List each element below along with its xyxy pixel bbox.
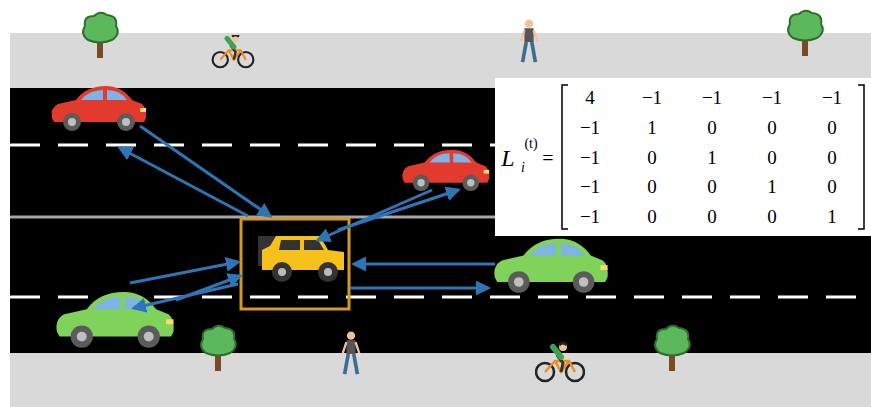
matrix-cell: −1 — [702, 88, 722, 107]
matrix-cell: 0 — [707, 118, 717, 137]
matrix-cell: −1 — [580, 118, 600, 137]
matrix-cell: 4 — [585, 88, 595, 107]
matrix-cell: 1 — [707, 148, 717, 167]
matrix-cell: 0 — [707, 177, 717, 196]
matrix-cell: 0 — [767, 118, 777, 137]
matrix-cell: 0 — [647, 207, 657, 226]
matrix-cell: −1 — [580, 148, 600, 167]
matrix-cell: 0 — [827, 148, 837, 167]
matrix-cell: 1 — [827, 207, 837, 226]
matrix-cell: 1 — [647, 118, 657, 137]
equals-sign: = — [542, 148, 553, 168]
matrix-brackets — [562, 85, 864, 229]
matrix-cell: −1 — [762, 88, 782, 107]
matrix-cell: 0 — [827, 177, 837, 196]
matrix-cell: −1 — [642, 88, 662, 107]
matrix-cell: 0 — [767, 148, 777, 167]
subscript: i — [521, 161, 525, 175]
matrix-cell: 0 — [707, 207, 717, 226]
matrix-cell: −1 — [822, 88, 842, 107]
matrix-cell: 0 — [647, 148, 657, 167]
matrix-cell: 0 — [647, 177, 657, 196]
matrix-cell: −1 — [580, 177, 600, 196]
matrix-cell: 0 — [767, 207, 777, 226]
matrix-cell: −1 — [580, 207, 600, 226]
matrix-symbol: L — [501, 146, 514, 170]
superscript: (t) — [524, 137, 537, 151]
matrix-cell: 0 — [827, 118, 837, 137]
ego-jeep — [258, 236, 344, 282]
matrix-cell: 1 — [767, 177, 777, 196]
